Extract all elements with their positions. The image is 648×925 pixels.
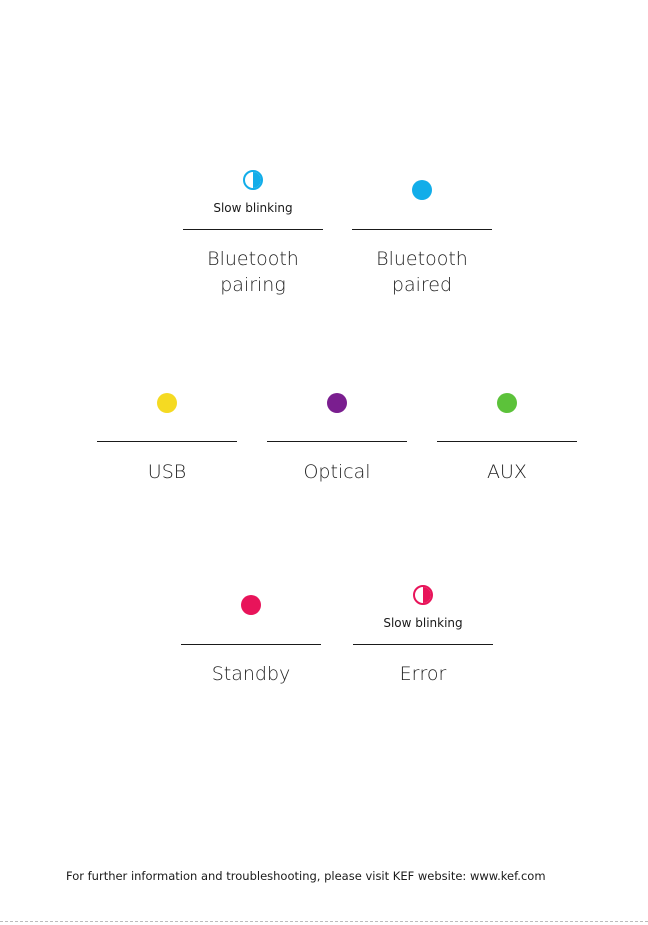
status-bluetooth-pairing: Slow blinking Bluetooth pairing (183, 170, 323, 300)
status-label: AUX (437, 459, 577, 485)
status-label: Optical (267, 459, 407, 485)
status-label: Error (353, 661, 493, 687)
divider-line (353, 644, 493, 645)
solid-led-icon (412, 180, 432, 200)
divider-line (267, 441, 407, 442)
divider-line (183, 229, 323, 230)
status-usb: USB (97, 383, 237, 513)
blink-note: Slow blinking (183, 201, 323, 215)
blink-note: Slow blinking (353, 616, 493, 630)
status-label: Bluetooth pairing (183, 246, 323, 298)
status-label: USB (97, 459, 237, 485)
divider-line (352, 229, 492, 230)
status-aux: AUX (437, 383, 577, 513)
divider-line (97, 441, 237, 442)
status-bluetooth-paired: Bluetooth paired (352, 170, 492, 300)
half-filled-led-icon (413, 585, 433, 605)
divider-line (181, 644, 321, 645)
status-error: Slow blinking Error (353, 585, 493, 715)
footer-note: For further information and troubleshoot… (66, 869, 546, 883)
half-filled-led-icon (243, 170, 263, 190)
status-standby: Standby (181, 585, 321, 715)
status-label: Bluetooth paired (352, 246, 492, 298)
solid-led-icon (241, 595, 261, 615)
solid-led-icon (327, 393, 347, 413)
solid-led-icon (157, 393, 177, 413)
divider-line (437, 441, 577, 442)
solid-led-icon (497, 393, 517, 413)
status-optical: Optical (267, 383, 407, 513)
status-label: Standby (181, 661, 321, 687)
page-edge-divider (0, 921, 648, 922)
